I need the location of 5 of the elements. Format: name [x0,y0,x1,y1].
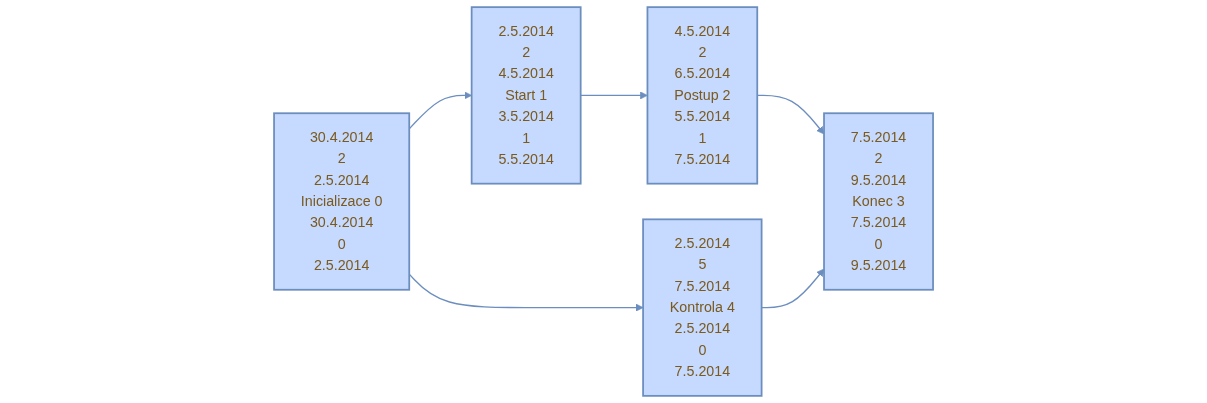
node-box: 2.5.2014 2 4.5.2014 Start 1 3.5.2014 1 5.5.2014 [470,6,582,185]
node-box: 30.4.2014 2 2.5.2014 Inicializace 0 30.4.2014 0 2.5.2014 [273,112,411,291]
node-box: 2.5.2014 5 7.5.2014 Kontrola 4 2.5.2014 0 7.5.2014 [642,218,763,397]
node-box: 4.5.2014 2 6.5.2014 Postup 2 5.5.2014 1 7.5.2014 [646,6,759,185]
node-box: 7.5.2014 2 9.5.2014 Konec 3 7.5.2014 0 9.5.2014 [823,112,934,291]
